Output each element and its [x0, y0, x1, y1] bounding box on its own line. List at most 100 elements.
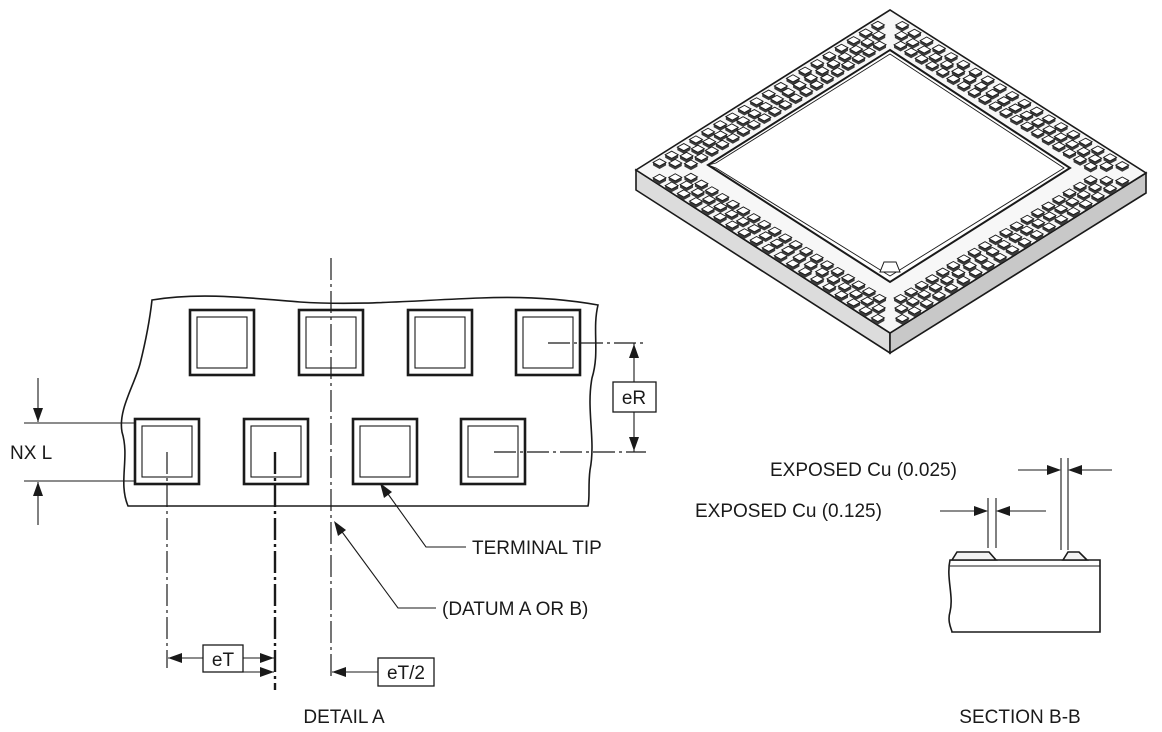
package-pad	[943, 283, 959, 292]
package-pad	[690, 187, 706, 196]
package-pad	[1004, 90, 1020, 100]
pad	[188, 308, 256, 377]
package-pad-side	[768, 110, 782, 118]
package-pad-side	[1008, 107, 1022, 115]
package-pad-side	[757, 223, 771, 231]
package-pad-side	[925, 278, 939, 285]
package-pad	[746, 213, 762, 222]
exposed-cu-025-label: EXPOSED Cu (0.025)	[770, 460, 957, 481]
package-pad	[905, 38, 921, 47]
et-half-arrow-left	[260, 667, 274, 677]
package-pad-side	[820, 264, 834, 271]
exposed-cu-125-label: EXPOSED Cu (0.125)	[695, 501, 882, 522]
package-pad	[814, 66, 830, 75]
pad	[351, 417, 419, 486]
package-pad	[792, 80, 808, 89]
package-pad-side	[713, 216, 727, 224]
package-pad	[945, 74, 961, 83]
datum-leader	[336, 524, 436, 609]
package-pad-side	[1084, 165, 1098, 173]
package-pad-side	[762, 93, 776, 101]
package-pad-side	[1052, 145, 1066, 153]
package-pad-side	[750, 101, 764, 108]
package-pad-side	[736, 130, 750, 138]
package-pad-side	[956, 279, 970, 287]
package-pad	[1083, 161, 1099, 171]
package-pad	[667, 173, 683, 182]
package-pad	[1072, 181, 1088, 190]
package-pad	[688, 135, 704, 144]
package-pad	[1040, 201, 1056, 210]
package-pad-side	[799, 250, 813, 258]
package-pad	[939, 59, 955, 69]
package-pad-side	[1054, 136, 1068, 144]
package-pad-side	[713, 134, 727, 142]
package-pad-side	[684, 163, 698, 171]
package-pad-side	[705, 190, 719, 197]
package-pad	[956, 81, 972, 90]
package-pad	[1030, 208, 1046, 217]
pad-inner	[522, 316, 574, 369]
package-pad-side	[859, 32, 873, 40]
package-pad-side	[715, 143, 729, 151]
package-pad-side	[944, 56, 958, 63]
package-pad-side	[1103, 157, 1117, 164]
package-pad	[834, 43, 849, 52]
package-pad	[980, 75, 996, 84]
package-pad-side	[1073, 185, 1087, 193]
package-pad-side	[862, 291, 876, 298]
package-pad	[848, 44, 864, 54]
package-pad-side	[1042, 118, 1056, 126]
package-pad	[724, 209, 740, 218]
package-pad	[1019, 214, 1035, 223]
package-pad	[914, 54, 930, 63]
section-body	[948, 559, 1101, 633]
package-pad	[769, 94, 785, 103]
package-pad-side	[974, 258, 988, 265]
package-pad-side	[1063, 152, 1077, 160]
package-pad-side	[872, 34, 886, 42]
package-pad-side	[768, 230, 782, 238]
package-pad	[1062, 148, 1077, 157]
package-pad-side	[907, 310, 921, 318]
package-pad-side	[1065, 201, 1079, 208]
package-pad	[1007, 103, 1023, 112]
package-pad-side	[713, 124, 727, 131]
package-pad-side	[798, 70, 812, 78]
package-pad-side	[725, 116, 739, 124]
package-pad-side	[680, 155, 694, 163]
package-pad-side	[999, 232, 1013, 239]
package-pad-side	[736, 220, 750, 228]
package-pad	[893, 30, 909, 40]
package-pad-side	[873, 44, 887, 52]
package-pad	[931, 44, 947, 53]
package-pad-side	[1079, 141, 1093, 149]
detail-a-outline	[120, 295, 599, 507]
package-pad	[676, 189, 692, 198]
package-pad	[713, 130, 728, 139]
package-pad-side	[925, 65, 939, 72]
et-half-arrow-right	[332, 667, 346, 677]
terminal-tip-arrow	[380, 483, 392, 498]
package-pad	[872, 293, 887, 303]
package-pad	[701, 137, 717, 146]
package-pad-side	[1099, 179, 1113, 187]
package-pad	[1087, 182, 1103, 192]
package-pad-side	[781, 249, 795, 257]
package-pad-side	[804, 264, 818, 271]
package-pad-side	[929, 286, 943, 294]
package-pad-side	[915, 58, 929, 65]
package-pad-side	[1008, 236, 1022, 244]
package-pad-side	[702, 199, 716, 206]
package-pad	[767, 106, 783, 115]
cu025-arrow-left	[1047, 465, 1061, 475]
package-pad-side	[838, 286, 852, 293]
package-pad-side	[757, 117, 771, 124]
package-pad-side	[847, 302, 861, 309]
pad-row-bottom	[133, 417, 527, 486]
package-pad-side	[677, 147, 691, 154]
package-pad	[756, 219, 772, 229]
package-pad	[1064, 139, 1080, 148]
package-pad-side	[1091, 195, 1105, 203]
package-pad	[848, 289, 864, 298]
